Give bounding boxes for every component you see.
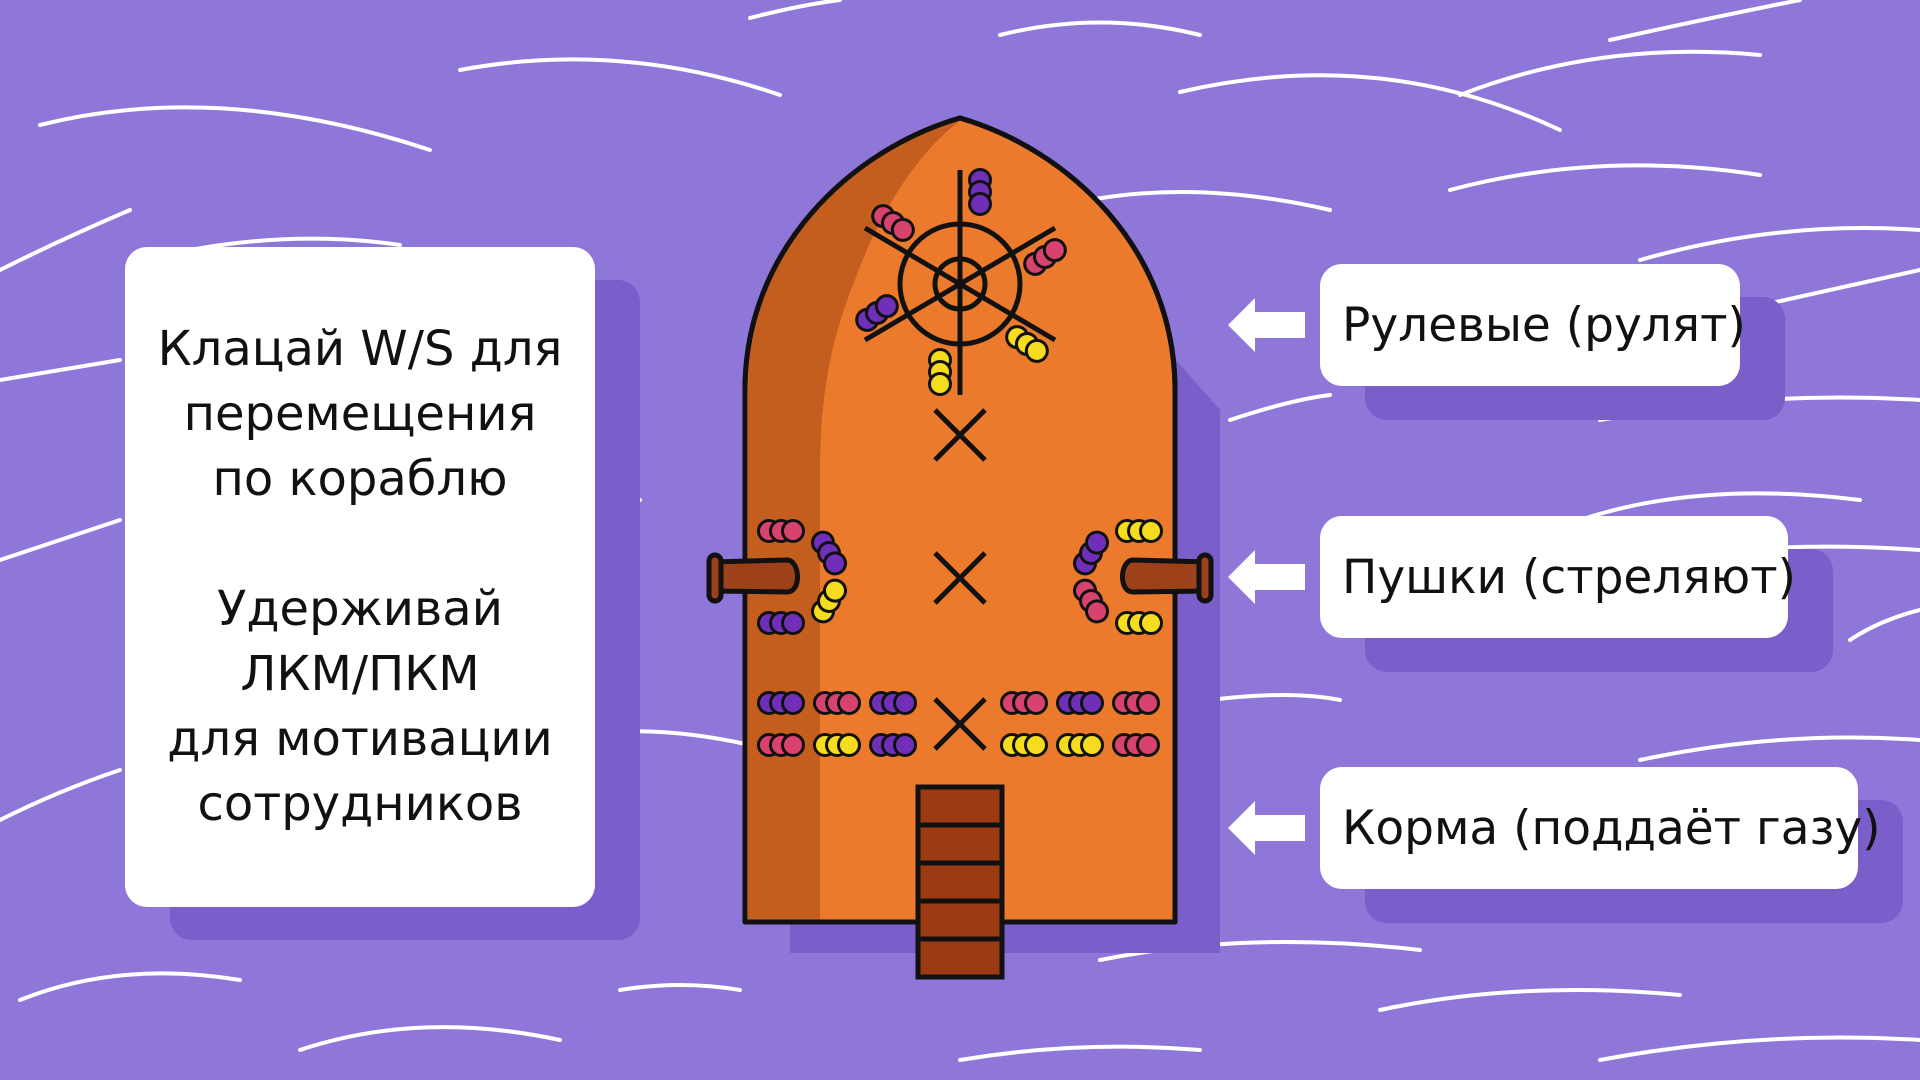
crew-member xyxy=(813,733,861,757)
hull-shade xyxy=(748,121,960,920)
crew-member xyxy=(1112,733,1160,757)
wave-stroke xyxy=(1578,491,1862,522)
wave-stroke xyxy=(1228,393,1332,422)
crew xyxy=(757,168,1163,757)
stern-label-text: Корма (поддаёт газу) xyxy=(1342,800,1881,856)
instruction-panel: Клацай W/S для перемещения по кораблю Уд… xyxy=(125,247,595,907)
move-instruction: Клацай W/S для перемещения по кораблю xyxy=(157,321,563,507)
wave-stroke xyxy=(998,20,1202,37)
crew-member xyxy=(757,611,805,635)
crew-member xyxy=(813,691,861,715)
crew-member xyxy=(1115,611,1163,635)
crew-member xyxy=(1023,238,1067,276)
wave-stroke xyxy=(38,105,432,152)
stern-label: Корма (поддаёт газу) xyxy=(1320,767,1881,889)
wave-stroke xyxy=(298,1025,562,1052)
wave-stroke xyxy=(0,518,122,562)
wave-stroke xyxy=(0,358,122,382)
wave-stroke xyxy=(0,208,132,272)
wave-stroke xyxy=(618,983,742,992)
crew-member xyxy=(869,691,917,715)
wave-stroke xyxy=(18,971,242,1002)
wave-stroke xyxy=(1098,940,1422,962)
crew-member xyxy=(1073,530,1109,576)
wave-stroke xyxy=(1848,608,1920,642)
wave-stroke xyxy=(1598,1035,1920,1062)
crew-member xyxy=(1115,519,1163,543)
crew-member xyxy=(757,519,805,543)
arrow-left-icon xyxy=(1228,801,1305,855)
wave-stroke xyxy=(1378,988,1682,1012)
crew-member xyxy=(968,168,992,216)
crew-member xyxy=(811,530,847,576)
stern-station-marker xyxy=(933,697,987,751)
cannon-station-marker xyxy=(933,551,987,605)
wave-stroke xyxy=(0,768,122,822)
crew-member xyxy=(1073,578,1109,624)
wave-stroke xyxy=(188,236,402,252)
crew-member xyxy=(1056,691,1104,715)
wave-stroke xyxy=(748,0,842,20)
crew-member xyxy=(757,691,805,715)
cannon-right xyxy=(1120,552,1214,604)
cannons-label-text: Пушки (стреляют) xyxy=(1342,549,1796,605)
wave-stroke xyxy=(1178,73,1562,132)
stern-ladder xyxy=(915,784,1005,980)
arrow-left-icon xyxy=(1228,550,1305,604)
crew-member xyxy=(811,578,847,624)
helm-label: Рулевые (рулят) xyxy=(1320,264,1746,386)
wave-stroke xyxy=(1638,735,1920,762)
wave-stroke xyxy=(458,57,782,97)
arrow-left-icon xyxy=(1228,298,1305,352)
crew-member xyxy=(1000,733,1048,757)
crew-member xyxy=(928,348,952,396)
crew-member xyxy=(1056,733,1104,757)
steering-wheel-icon xyxy=(863,170,1057,395)
wave-stroke xyxy=(1088,190,1332,212)
cannon-left xyxy=(706,552,800,604)
crew-member xyxy=(1112,691,1160,715)
wave-stroke xyxy=(958,1044,1202,1062)
wave-stroke xyxy=(1638,226,1920,262)
crew-member xyxy=(855,294,899,332)
crew-member xyxy=(871,204,915,242)
wave-stroke xyxy=(1608,0,1802,42)
cannons-label: Пушки (стреляют) xyxy=(1320,516,1796,638)
wave-stroke xyxy=(1448,163,1762,192)
helm-station-marker xyxy=(933,408,987,462)
crew-member xyxy=(757,733,805,757)
motivate-instruction: Удерживай ЛКМ/ПКМ для мотивации сотрудни… xyxy=(167,581,553,832)
crew-member xyxy=(1000,691,1048,715)
crew-member xyxy=(1005,325,1049,363)
wave-stroke xyxy=(1208,693,1342,702)
wave-stroke xyxy=(1458,49,1762,97)
crew-member xyxy=(869,733,917,757)
helm-label-text: Рулевые (рулят) xyxy=(1342,297,1746,353)
